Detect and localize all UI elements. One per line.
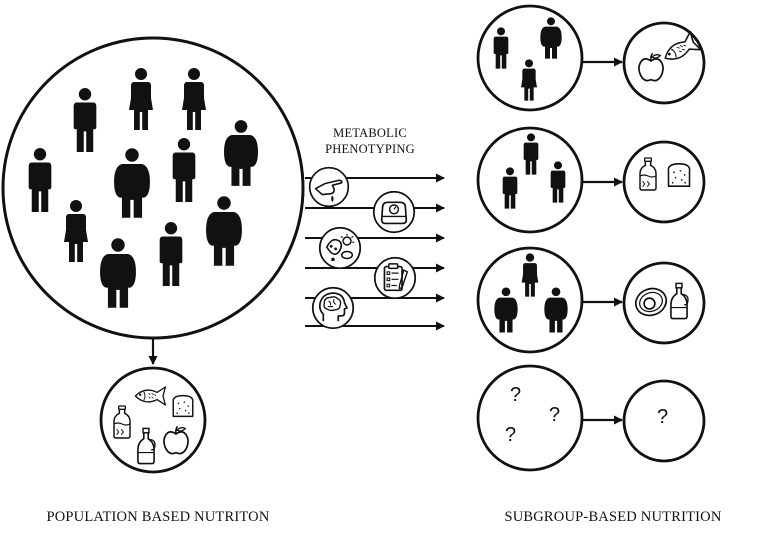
subgroup-food-circle <box>622 379 706 463</box>
population-group <box>1 36 305 340</box>
unknown-marker: ? <box>549 404 561 426</box>
unknown-marker: ? <box>505 424 517 446</box>
finger-blood-test-icon <box>308 166 350 208</box>
subgroup-2 <box>476 126 706 234</box>
microbiome-icon <box>318 226 362 270</box>
metabolic-phenotyping-line2: PHENOTYPING <box>325 142 415 156</box>
metabolic-phenotyping-label: METABOLIC PHENOTYPING <box>300 125 440 157</box>
subgroup-1 <box>476 4 706 112</box>
population-food-group <box>99 366 207 474</box>
unknown-marker: ? <box>510 384 522 406</box>
subgroup-caption: SUBGROUP-BASED NUTRITION <box>504 509 722 525</box>
unknown-food-marker: ? <box>657 406 669 428</box>
phenotyping-icons <box>308 166 417 330</box>
metabolic-phenotyping-line1: METABOLIC <box>333 126 407 140</box>
subgroup-food-circle <box>622 140 706 224</box>
population-caption: POPULATION BASED NUTRITON <box>46 509 270 525</box>
subgroup-circle <box>476 364 584 472</box>
subgroup-circle <box>476 126 584 234</box>
clipboard-questionnaire-icon <box>373 256 417 300</box>
weighing-scale-icon <box>372 190 416 234</box>
subgroup-food-circle <box>622 261 706 345</box>
subgroup-food-circle <box>622 21 706 105</box>
brain-head-icon <box>311 286 355 330</box>
subgroup-4 <box>476 364 706 472</box>
subgroup-3 <box>476 246 706 354</box>
population-food-circle <box>99 366 207 474</box>
